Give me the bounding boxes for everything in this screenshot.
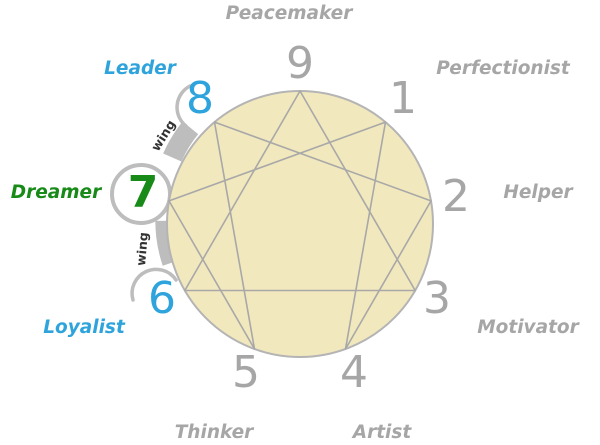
type-name-helper: Helper [503, 182, 574, 203]
point-number-2: 2 [442, 171, 470, 222]
wing-ring-6 [130, 267, 178, 302]
point-number-9: 9 [286, 38, 314, 89]
inner-figure [168, 90, 432, 350]
type-name-leader: Leader [104, 58, 178, 79]
wing-label-lower: wing [133, 231, 151, 266]
point-number-1: 1 [389, 73, 417, 124]
point-number-7: 7 [128, 167, 159, 218]
point-number-3: 3 [423, 273, 451, 324]
type-name-peacemaker: Peacemaker [226, 3, 355, 24]
point-number-4: 4 [340, 347, 368, 398]
type-name-motivator: Motivator [477, 317, 580, 338]
hexad-1-4-2-8-5-7 [168, 121, 432, 350]
type-names: Peacemaker Perfectionist Helper Motivato… [11, 3, 581, 443]
type-name-loyalist: Loyalist [43, 317, 126, 338]
type-name-perfectionist: Perfectionist [436, 58, 571, 79]
type-name-dreamer: Dreamer [11, 182, 103, 203]
point-number-8: 8 [186, 73, 214, 124]
wing-ring-8 [175, 84, 192, 128]
point-number-6: 6 [148, 273, 176, 324]
type-name-artist: Artist [351, 422, 413, 443]
point-number-5: 5 [232, 347, 260, 398]
point-numbers: 9 1 2 3 4 5 6 7 8 [128, 38, 470, 398]
triangle-9-3-6 [184, 90, 417, 292]
type-name-thinker: Thinker [175, 422, 255, 443]
wing-band-8-7 [163, 121, 199, 162]
enneagram-circle [166, 90, 434, 358]
